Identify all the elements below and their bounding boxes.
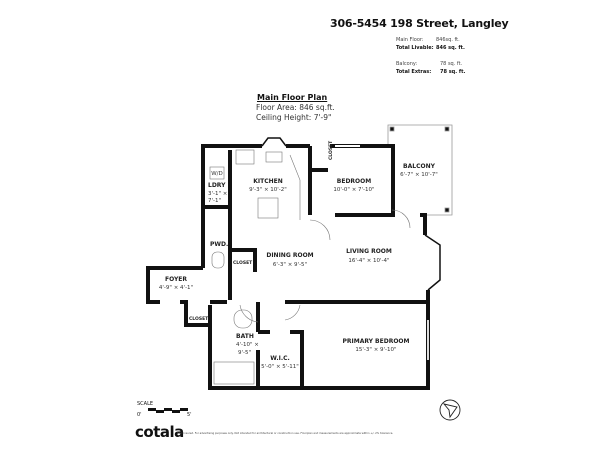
laundry-dims: 3'-1" × — [208, 191, 227, 197]
room-labels: KITCHEN 9'-3" × 10'-2" BEDROOM 10'-0" × … — [159, 140, 438, 370]
foyer-dims: 4'-9" × 4'-1" — [159, 285, 193, 291]
stat-label: Main Floor: — [396, 37, 424, 43]
dining-dims: 6'-3" × 9'-5" — [273, 262, 307, 268]
scale-bar — [148, 408, 188, 413]
scale-max: 5' — [187, 412, 192, 418]
dining-label: DINING ROOM — [266, 252, 313, 259]
foyer-label: FOYER — [165, 276, 187, 283]
kitchen-dims: 9'-3" × 10'-2" — [249, 187, 287, 193]
stat-value: 78 sq. ft. — [440, 69, 466, 75]
bath-dims: 9'-5" — [238, 350, 251, 356]
bath-dims: 4'-10" × — [236, 342, 259, 348]
powder-label: PWD. — [210, 241, 228, 248]
balcony-dims: 6'-7" × 10'-7" — [400, 172, 438, 178]
fixtures — [209, 149, 301, 385]
closet-label: CLOSET — [189, 316, 209, 322]
bay-windows — [261, 137, 441, 360]
stat-label: Total Extras: — [396, 69, 432, 75]
stat-value: 78 sq. ft. — [440, 61, 463, 67]
closet-label: CLOSET — [233, 260, 253, 266]
bedroom-dims: 10'-0" × 7'-10" — [333, 187, 374, 193]
stat-label: Total Livable: — [396, 45, 434, 51]
disclaimer: E&O insured. For advertising purposes on… — [177, 432, 394, 435]
kitchen-label: KITCHEN — [253, 178, 283, 185]
balcony-outline — [387, 124, 453, 216]
north-arrow-icon — [439, 399, 461, 421]
primary-bedroom-label: PRIMARY BEDROOM — [342, 338, 409, 345]
living-dims: 16'-4" × 10'-4" — [348, 258, 389, 264]
plan-title: Main Floor Plan — [257, 93, 328, 102]
bedroom-label: BEDROOM — [337, 178, 371, 185]
laundry-dims: 7'-1" — [208, 198, 221, 204]
wic-dims: 5'-0" × 5'-11" — [261, 364, 299, 370]
laundry-label: LDRY — [208, 182, 226, 189]
property-address: 306-5454 198 Street, Langley — [330, 17, 509, 30]
balcony-label: BALCONY — [403, 163, 436, 170]
stat-value: 846 sq. ft. — [436, 45, 465, 51]
stat-label: Balcony: — [396, 61, 418, 67]
door-swings — [239, 209, 411, 323]
scale-min: 0' — [137, 412, 142, 418]
washer-dryer-label: W/D — [211, 171, 223, 177]
floor-area: Floor Area: 846 sq.ft. — [256, 103, 335, 112]
scale-label: SCALE — [137, 401, 154, 407]
wic-label: W.I.C. — [270, 355, 290, 362]
closet-label: CLOSET — [328, 140, 334, 160]
primary-bedroom-dims: 15'-3" × 9'-10" — [355, 347, 396, 353]
bath-label: BATH — [236, 333, 254, 340]
stat-value: 846sq. ft. — [436, 37, 460, 43]
living-label: LIVING ROOM — [346, 248, 392, 255]
cotala-logo: cotala — [135, 423, 184, 441]
ceiling-height: Ceiling Height: 7'-9" — [256, 113, 332, 122]
